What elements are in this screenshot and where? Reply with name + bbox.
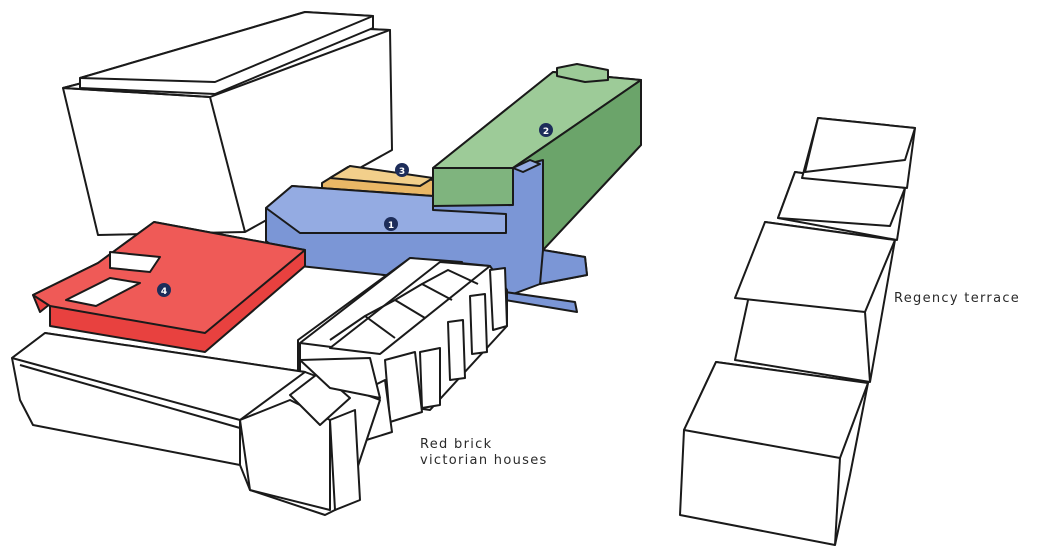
- svg-text:2: 2: [543, 127, 549, 137]
- svg-text:1: 1: [388, 221, 394, 231]
- marker-3: 3: [395, 163, 409, 177]
- victorian-houses-label-line1: Red brick: [420, 437, 493, 452]
- marker-2: 2: [539, 123, 553, 137]
- svg-text:3: 3: [399, 167, 405, 177]
- marker-1: 1: [384, 217, 398, 231]
- regency-terrace: [679, 117, 916, 546]
- large-block-building: [62, 11, 393, 236]
- victorian-houses-label-line2: victorian houses: [420, 453, 548, 468]
- regency-terrace-label: Regency terrace: [894, 291, 1021, 306]
- long-block-building: [11, 332, 381, 516]
- marker-4: 4: [157, 283, 171, 297]
- svg-text:4: 4: [161, 287, 167, 297]
